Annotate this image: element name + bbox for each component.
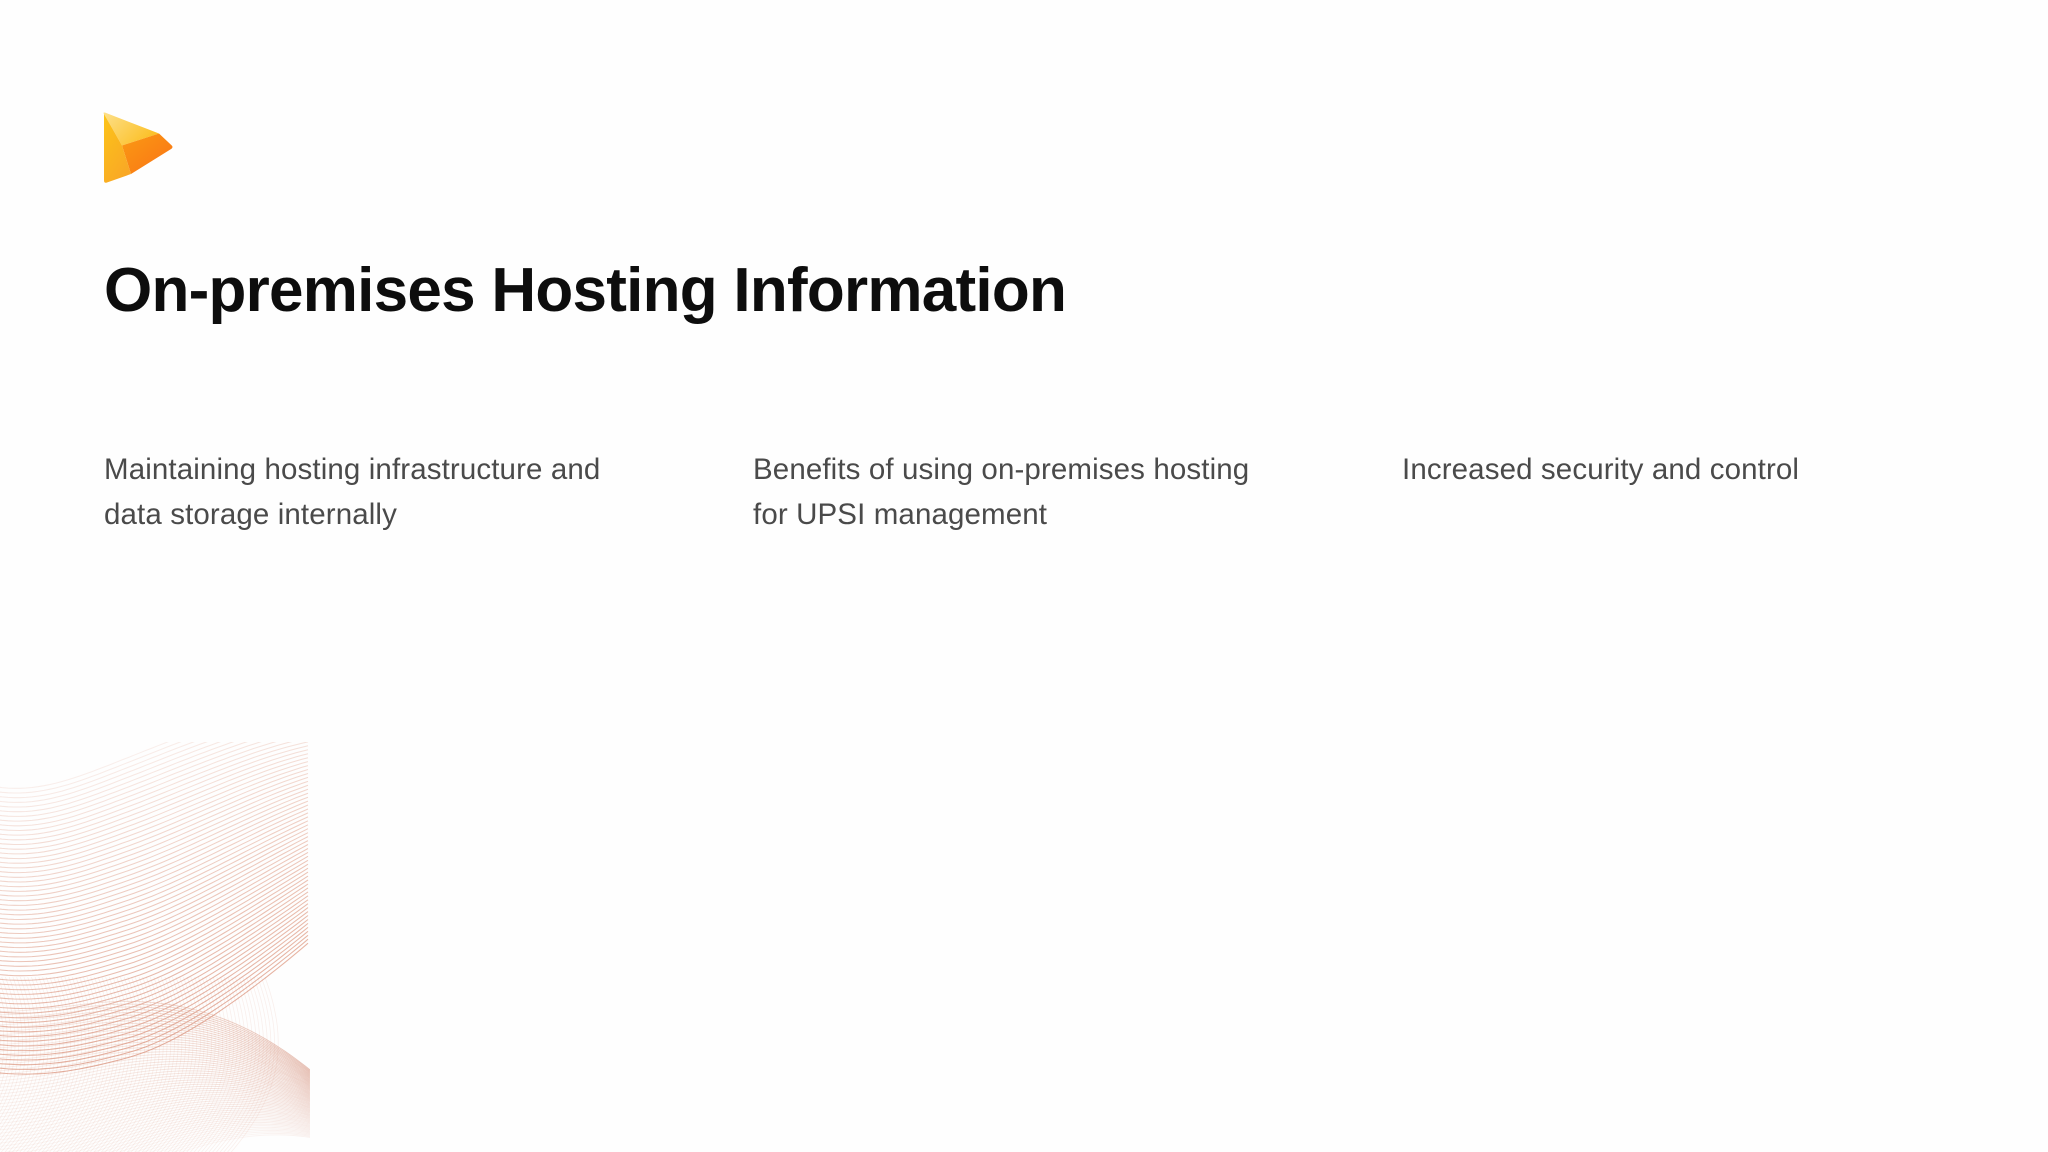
play-triangle-logo-icon bbox=[97, 108, 179, 190]
column-1-text: Maintaining hosting infrastructure and d… bbox=[104, 453, 601, 532]
page-title: On-premises Hosting Information bbox=[104, 256, 1067, 325]
content-column-2: Benefits of using on-premises hosting fo… bbox=[753, 447, 1272, 538]
content-columns: Maintaining hosting infrastructure and d… bbox=[104, 447, 1964, 538]
content-column-1: Maintaining hosting infrastructure and d… bbox=[104, 447, 623, 538]
column-3-text: Increased security and control bbox=[1402, 453, 1800, 486]
column-2-text: Benefits of using on-premises hosting fo… bbox=[753, 453, 1250, 532]
content-column-3: Increased security and control bbox=[1402, 447, 1921, 492]
wave-contour-art bbox=[0, 742, 310, 1152]
